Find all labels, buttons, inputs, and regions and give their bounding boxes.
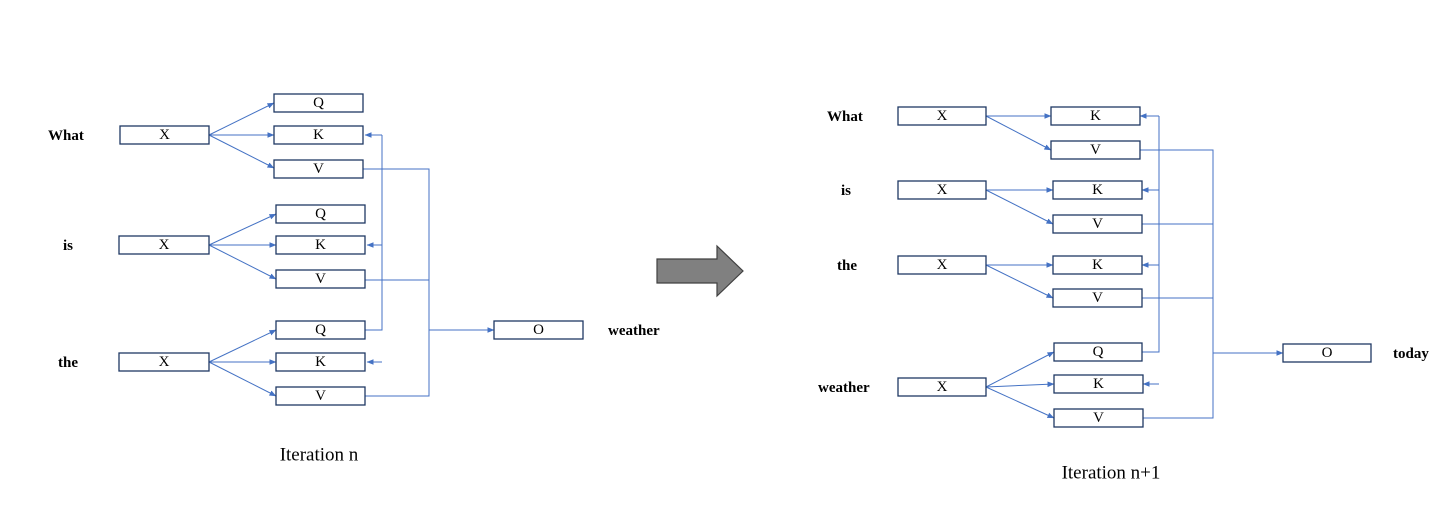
q-box-label: Q — [1093, 344, 1104, 360]
x-box — [119, 125, 210, 145]
token-word: the — [837, 258, 857, 274]
x-box-label: X — [159, 127, 170, 143]
v-box-label: V — [1092, 216, 1103, 232]
value-bus — [363, 168, 430, 397]
edge — [208, 213, 277, 246]
x-box-label: X — [159, 237, 170, 253]
x-box-label: X — [937, 182, 948, 198]
token-word: is — [63, 238, 73, 254]
x-box — [897, 106, 987, 126]
v-box-label: V — [315, 388, 326, 404]
x-box — [118, 352, 210, 372]
x-box — [897, 255, 987, 275]
edge — [208, 134, 275, 169]
x-box-label: X — [159, 354, 170, 370]
edge — [985, 386, 1055, 419]
token-word: the — [58, 355, 78, 371]
edge — [208, 329, 277, 363]
edge — [208, 244, 277, 280]
k-box-label: K — [1093, 376, 1104, 392]
q-box — [1053, 342, 1143, 362]
token-word: What — [48, 128, 84, 144]
iteration-n-caption: Iteration n — [280, 445, 359, 466]
v-box-label: V — [1090, 142, 1101, 158]
x-box — [897, 180, 987, 200]
q-box-label: Q — [315, 206, 326, 222]
x-box-label: X — [937, 257, 948, 273]
output-box-label: O — [533, 322, 544, 338]
q-box-label: Q — [315, 322, 326, 338]
edge — [208, 361, 277, 397]
v-box-label: V — [1092, 290, 1103, 306]
x-box — [897, 377, 987, 397]
v-box-label: V — [313, 161, 324, 177]
v-box — [1053, 408, 1144, 428]
iteration-n1-caption: Iteration n+1 — [1062, 463, 1161, 484]
token-word: What — [827, 109, 863, 125]
k-box — [275, 352, 366, 372]
output-word: today — [1393, 346, 1429, 362]
v-box — [1052, 214, 1143, 234]
token-word: weather — [818, 380, 870, 396]
k-box — [1052, 255, 1143, 275]
edge — [985, 189, 1054, 225]
k-box-label: K — [315, 237, 326, 253]
q-box — [275, 320, 366, 340]
iteration-n-panel: What X Q K V is X Q K V the X Q K V O we… — [48, 93, 660, 466]
right-block-arrow-icon — [656, 244, 744, 298]
output-box — [493, 320, 584, 340]
v-box-label: V — [1093, 410, 1104, 426]
v-box — [275, 269, 366, 289]
output-box — [1282, 343, 1372, 363]
iteration-n-connectors — [208, 102, 495, 397]
k-box-label: K — [313, 127, 324, 143]
q-box — [275, 204, 366, 224]
query-bus — [1142, 116, 1160, 353]
value-bus — [1140, 149, 1214, 419]
q-box-label: Q — [313, 95, 324, 111]
k-box — [273, 125, 364, 145]
k-box — [1050, 106, 1141, 126]
output-box-label: O — [1322, 345, 1333, 361]
v-box — [1050, 140, 1141, 160]
output-word: weather — [608, 323, 660, 339]
k-box-label: K — [1092, 182, 1103, 198]
edge — [985, 381, 1055, 388]
iteration-n1-connectors — [985, 113, 1284, 419]
k-box-label: K — [1092, 257, 1103, 273]
v-box-label: V — [315, 271, 326, 287]
edge — [208, 102, 275, 136]
token-word: is — [841, 183, 851, 199]
edge — [985, 351, 1055, 388]
v-box — [275, 386, 366, 406]
k-box — [1052, 180, 1143, 200]
k-box — [275, 235, 366, 255]
edge — [985, 115, 1052, 151]
x-box-label: X — [937, 108, 948, 124]
x-box-label: X — [937, 379, 948, 395]
v-box — [273, 159, 364, 179]
k-box-label: K — [1090, 108, 1101, 124]
q-box — [273, 93, 364, 113]
x-box — [118, 235, 210, 255]
edge — [985, 264, 1054, 299]
k-box-label: K — [315, 354, 326, 370]
v-box — [1052, 288, 1143, 308]
iteration-n1-panel: What X K V is X K V the X K V weather X … — [818, 106, 1429, 484]
k-box — [1053, 374, 1144, 394]
query-bus — [365, 135, 383, 331]
